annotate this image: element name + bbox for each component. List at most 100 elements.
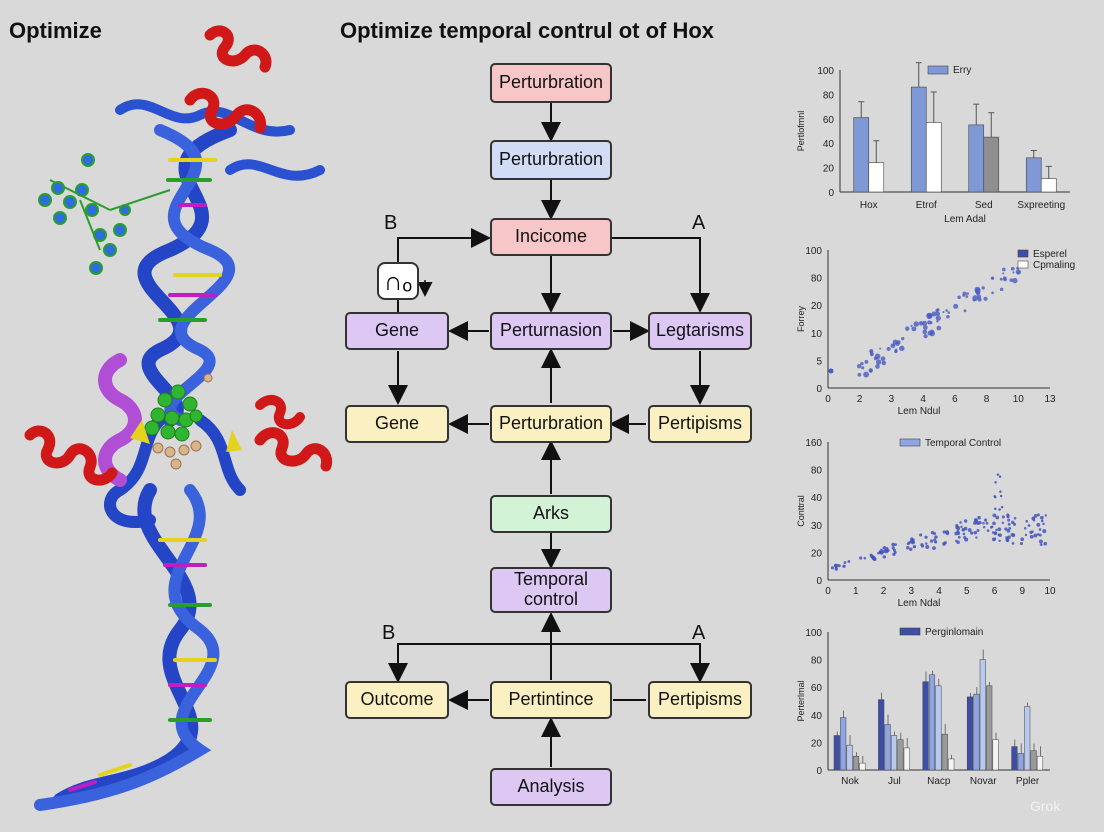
perturbration-box-3: Perturbration [490,405,612,443]
data-point [985,521,989,525]
data-point [896,340,901,345]
arks-box: Arks [490,495,612,533]
data-point [973,518,978,522]
data-point [1012,271,1015,274]
data-point [913,545,916,549]
data-point [933,538,937,541]
data-point [983,296,988,301]
data-point [882,546,887,550]
bar [1011,746,1018,771]
data-point [893,343,896,346]
x-tick-label: 0 [825,586,831,597]
data-point [910,324,913,328]
data-point [901,336,905,341]
x-tick-label: Nok [841,776,860,787]
data-point [1044,514,1048,517]
data-point [1001,521,1005,525]
pertipisms-box-2: Pertipisms [648,681,752,719]
data-point [1007,522,1011,526]
y-tick-label: 10 [811,329,823,340]
data-point [1000,505,1004,509]
data-point [992,521,996,526]
data-point [1008,527,1012,530]
bar [941,733,948,771]
data-point [894,349,898,354]
data-point [998,475,1002,478]
data-point [870,353,874,357]
y-tick-label: 0 [816,576,822,587]
data-point [922,329,928,335]
x-tick-label: Sed [975,200,993,211]
data-point [1027,524,1031,527]
data-point [1036,522,1041,527]
data-point [1013,516,1017,520]
bar [1024,706,1031,771]
data-point [921,320,928,326]
data-point [828,368,834,374]
data-point [943,541,947,545]
data-point [1003,277,1007,282]
data-point [1042,529,1047,534]
bar [852,755,860,771]
data-point [970,531,974,535]
data-point [965,295,969,298]
data-point [847,560,851,563]
data-point [899,345,905,352]
pertintince-box: Pertintince [490,681,612,719]
data-point [863,371,870,378]
data-point [929,539,934,543]
data-point [892,339,898,345]
data-point [981,286,985,290]
legtarisms-box: Legtarisms [648,312,752,350]
x-tick-label: Nacp [927,776,951,787]
perturbration-box-2: Perturbration [490,140,612,180]
data-point [1009,278,1014,282]
data-point [924,542,928,545]
gene-box-1: Gene [345,312,449,350]
bar [1030,750,1037,771]
data-point [909,547,913,551]
x-tick-label: 0 [825,394,831,405]
bar [973,693,980,771]
data-point [1043,541,1048,546]
y-tick-label: 80 [811,656,823,667]
data-point [934,535,938,539]
data-point [918,321,924,326]
data-point [995,515,1000,520]
data-point [975,536,978,539]
x-tick-label: 8 [984,394,990,405]
bar [1025,157,1042,193]
data-point [973,531,978,535]
bar [897,739,904,771]
data-point [1006,515,1010,519]
data-point [927,330,933,336]
data-point [1042,522,1045,526]
x-axis-title: Lem Adal [944,214,986,225]
bar [1036,755,1044,771]
bar [1017,753,1024,771]
data-point [1036,533,1040,536]
legend-label: Cpmaling [1033,260,1075,271]
y-axis-title: Conttral [796,495,806,527]
data-point [993,531,998,536]
x-tick-label: Jul [888,776,901,787]
legend-swatch [899,438,921,447]
data-point [842,565,845,568]
bar [992,739,999,771]
data-point [976,528,980,533]
x-tick-label: 10 [1044,586,1056,597]
data-point [992,513,997,518]
y-axis-title: Perterlmal [796,680,806,721]
data-point [996,473,1000,476]
data-point [999,490,1002,493]
data-point [884,548,888,553]
bar [986,685,993,771]
y-axis-title: Forrey [796,306,806,333]
data-point [908,540,912,544]
data-point [892,548,897,552]
data-point [977,515,981,520]
data-point [1007,518,1011,522]
